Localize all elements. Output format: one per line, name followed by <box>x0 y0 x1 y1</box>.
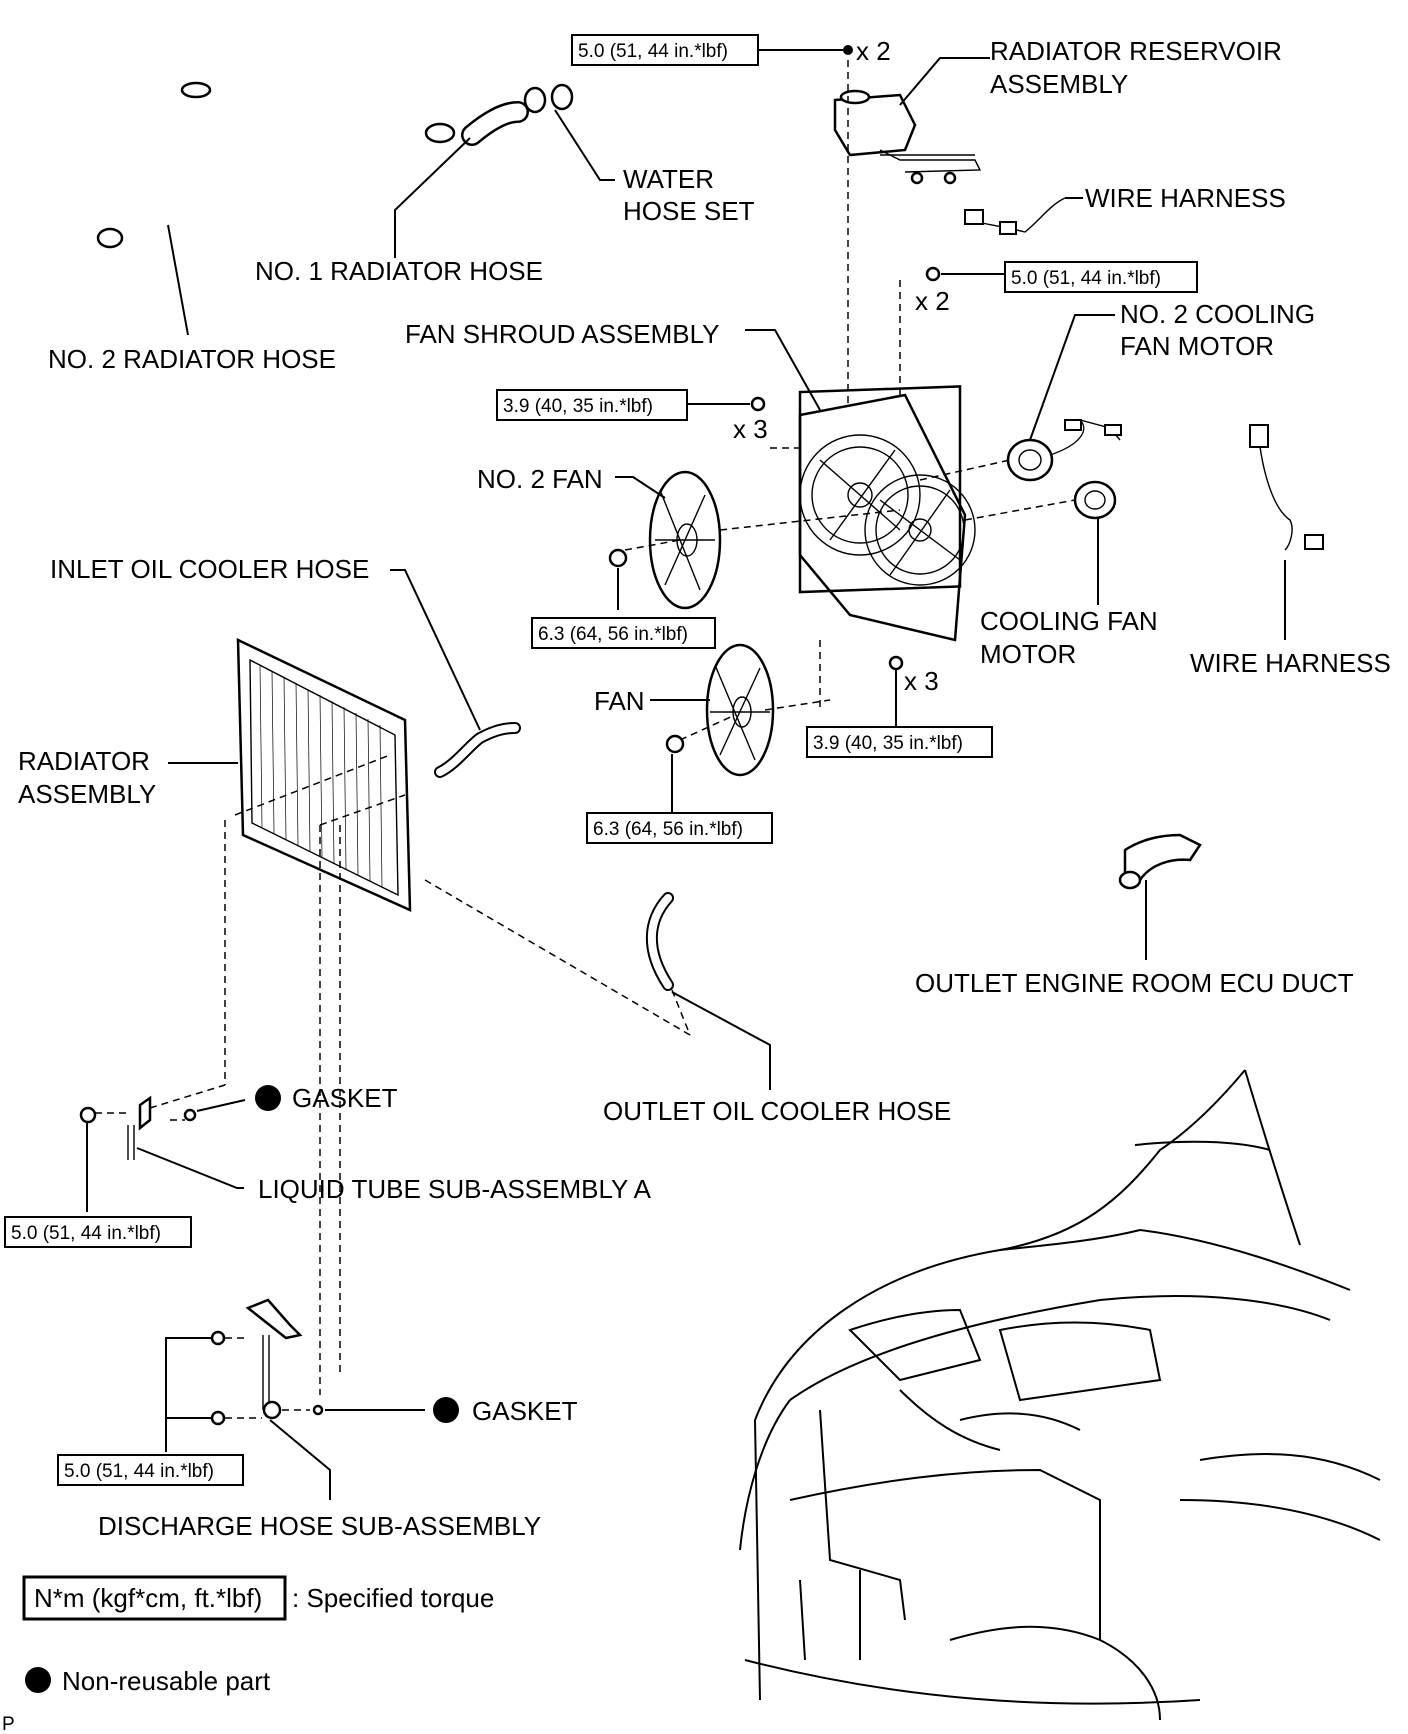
label-discharge-hose: DISCHARGE HOSE SUB-ASSEMBLY <box>98 1511 541 1541</box>
legend-torque-desc: : Specified torque <box>292 1583 494 1613</box>
label-liquid-tube: LIQUID TUBE SUB-ASSEMBLY A <box>258 1174 652 1204</box>
torque-discharge: 5.0 (51, 44 in.*lbf) <box>64 1461 214 1482</box>
label-outlet-oil-cooler-hose: OUTLET OIL COOLER HOSE <box>603 1096 951 1126</box>
ecu-duct-part <box>1118 833 1202 960</box>
torque-no2fan: 6.3 (64, 56 in.*lbf) <box>538 624 688 645</box>
label-wire-harness-right: WIRE HARNESS <box>1190 648 1391 678</box>
torque-top: 5.0 (51, 44 in.*lbf) <box>578 41 728 62</box>
torque-shroud: 5.0 (51, 44 in.*lbf) <box>1011 268 1161 289</box>
label-cooling-fan-motor-2: MOTOR <box>980 639 1076 669</box>
label-gasket-1: GASKET <box>292 1083 398 1113</box>
label-gasket-2: GASKET <box>472 1396 578 1426</box>
label-radiator-reservoir-2: ASSEMBLY <box>990 69 1128 99</box>
no1-radiator-hose-part <box>394 83 615 258</box>
label-outlet-engine-room-ecu-duct: OUTLET ENGINE ROOM ECU DUCT <box>915 968 1354 998</box>
label-fan-shroud-assembly: FAN SHROUD ASSEMBLY <box>405 319 720 349</box>
no2-fan-part <box>608 470 901 610</box>
legend-nonreusable: Non-reusable part <box>62 1666 271 1696</box>
torque-fan: 6.3 (64, 56 in.*lbf) <box>593 819 743 840</box>
label-radiator-assembly-1: RADIATOR <box>18 746 150 776</box>
label-inlet-oil-cooler-hose: INLET OIL COOLER HOSE <box>50 554 369 584</box>
torque-box-discharge <box>57 1454 244 1486</box>
label-p-mark: P <box>2 1714 15 1734</box>
torque-box-fan <box>586 812 773 844</box>
torque-box-left-39 <box>496 389 688 421</box>
radiator-assembly-part <box>168 637 691 1395</box>
label-radiator-reservoir-1: RADIATOR RESERVOIR <box>990 36 1282 66</box>
label-no1-radiator-hose: NO. 1 RADIATOR HOSE <box>255 256 543 286</box>
torque-box-top <box>571 34 759 66</box>
no2-radiator-hose-part <box>96 81 212 336</box>
torque-liquid: 5.0 (51, 44 in.*lbf) <box>11 1223 161 1244</box>
label-water-hose-set-1: WATER <box>623 164 714 194</box>
label-cooling-fan-motor-1: COOLING FAN <box>980 606 1158 636</box>
label-no2-fan: NO. 2 FAN <box>477 464 603 494</box>
label-no2-cooling-fan-motor-1: NO. 2 COOLING <box>1120 299 1315 329</box>
multiplier-x2-shroud: x 2 <box>915 286 950 316</box>
cooling-fan-motor-parts <box>919 314 1122 605</box>
torque-box-right-39 <box>806 726 993 758</box>
liquid-tube-part <box>79 1084 281 1212</box>
radiator-reservoir-part <box>758 45 990 410</box>
vehicle-location-illustration <box>739 1069 1381 1721</box>
label-water-hose-set-2: HOSE SET <box>623 196 755 226</box>
torque-box-liquid <box>4 1216 192 1248</box>
inlet-oil-cooler-hose-part <box>390 569 521 778</box>
label-no2-radiator-hose: NO. 2 RADIATOR HOSE <box>48 344 336 374</box>
multiplier-x3-left: x 3 <box>733 414 768 444</box>
bolts <box>688 266 1005 727</box>
label-radiator-assembly-2: ASSEMBLY <box>18 779 156 809</box>
label-no2-cooling-fan-motor-2: FAN MOTOR <box>1120 331 1274 361</box>
torque-right-39: 3.9 (40, 35 in.*lbf) <box>813 733 963 754</box>
outlet-oil-cooler-hose-part <box>645 892 771 1090</box>
torque-left-39: 3.9 (40, 35 in.*lbf) <box>503 396 653 417</box>
label-wire-harness-top: WIRE HARNESS <box>1085 183 1286 213</box>
label-fan: FAN <box>594 686 645 716</box>
torque-box-shroud <box>1004 261 1198 293</box>
legend-nonreusable-dot <box>25 1667 51 1693</box>
legend-torque-unit: N*m (kgf*cm, ft.*lbf) <box>34 1583 262 1613</box>
wire-harness-top-part <box>964 197 1083 235</box>
fan-part <box>650 640 831 813</box>
discharge-hose-part <box>165 1298 459 1500</box>
wire-harness-right-part <box>1249 424 1324 640</box>
multiplier-x3-right: x 3 <box>904 666 939 696</box>
fan-shroud-part <box>745 329 976 642</box>
multiplier-x2-top: x 2 <box>856 36 891 66</box>
legend-torque-box <box>22 1575 287 1621</box>
torque-box-no2fan <box>531 617 716 649</box>
